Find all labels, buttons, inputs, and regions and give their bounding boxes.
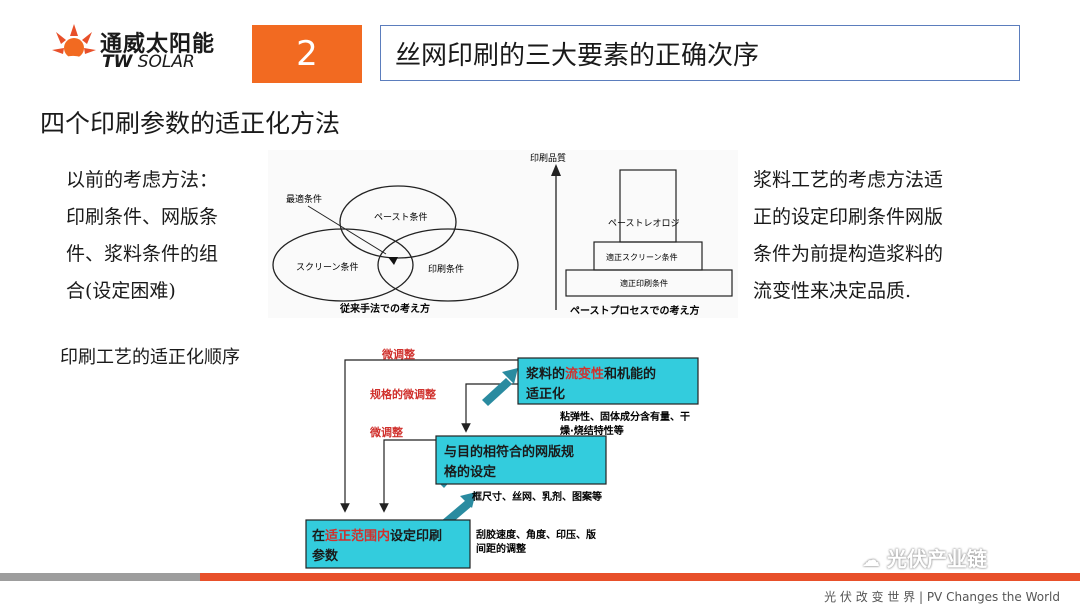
- pyramid-mid-label: 適正スクリーン条件: [606, 252, 678, 262]
- flow-box-paste: 浆料的流变性和机能的 适正化: [517, 357, 699, 405]
- watermark: ☁ 光伏产业链: [862, 547, 987, 571]
- box2-note: 框尺寸、丝网、乳剂、图案等: [472, 490, 602, 503]
- footer-slogan: 光 伏 改 变 世 界 | PV Changes the World: [824, 590, 1060, 604]
- box1-note-2: 燥·烧结特性等: [560, 424, 624, 437]
- venn-screen-label: スクリーン条件: [296, 261, 359, 273]
- wechat-icon: ☁: [862, 550, 880, 571]
- footer-band-gray: [0, 573, 200, 581]
- svg-text:格的设定: 格的设定: [444, 464, 496, 480]
- box3-note-1: 刮胶速度、角度、印压、版: [476, 528, 596, 541]
- svg-text:与目的相符合的网版规: 与目的相符合的网版规: [444, 444, 574, 460]
- top-tag: 微调整: [381, 347, 415, 361]
- slide-title: 丝网印刷的三大要素的正确次序: [380, 25, 1020, 81]
- venn-diagram: [272, 185, 519, 302]
- section-heading: 四个印刷参数的适正化方法: [40, 109, 341, 138]
- logo-english-name: TW SOLAR: [102, 52, 195, 72]
- venn-print-label: 印刷条件: [428, 263, 464, 275]
- pyramid-bottom-label: 適正印刷条件: [620, 278, 668, 288]
- low-tag: 微调整: [369, 425, 403, 439]
- svg-text:浆料的流变性和机能的: 浆料的流变性和机能的: [525, 366, 656, 382]
- company-logo: 通威太阳能 TW SOLAR: [50, 22, 240, 74]
- pyramid-top-label: ペーストレオロジ: [608, 218, 680, 229]
- process-label: 印刷工艺的适正化顺序: [60, 347, 240, 368]
- mid-tag: 规格的微调整: [370, 387, 436, 401]
- left-description: 以前的考虑方法： 印刷条件、网版条 件、浆料条件的组 合(设定困难): [66, 169, 219, 302]
- venn-paste-label: ペースト条件: [374, 211, 428, 223]
- right-description: 浆料工艺的考虑方法适 正的设定印刷条件网版 条件为前提构造浆料的 流变性来决定品…: [753, 169, 944, 302]
- slide-number: 2: [252, 25, 362, 83]
- svg-text:参数: 参数: [312, 548, 339, 564]
- venn-caption: 従来手法での考え方: [339, 302, 430, 315]
- pyramid-diagram: 印刷品質 ペーストレオロジ 適正スクリーン条件 適正印刷条件 ペーストプロセスで…: [530, 152, 733, 317]
- logo-chinese-name: 通威太阳能: [100, 32, 216, 57]
- optimization-flow-diagram: 微调整 规格的微调整 微调整 浆料的流变性和机能的 适正化 粘弹性、固体成分含有…: [300, 340, 740, 570]
- comparison-figure: 最適条件 ペースト条件 スクリーン条件 印刷条件 従来手法での考え方 印刷品質 …: [268, 150, 738, 318]
- pyramid-axis-label: 印刷品質: [530, 152, 566, 164]
- footer-band-orange: [200, 573, 1080, 581]
- flow-box-print: 在适正范围内设定印刷 参数: [305, 519, 471, 569]
- svg-text:在适正范围内设定印刷: 在适正范围内设定印刷: [312, 528, 442, 544]
- sun-logo-icon: [52, 24, 96, 66]
- flow-box-screen: 与目的相符合的网版规 格的设定: [435, 435, 607, 485]
- svg-text:适正化: 适正化: [526, 386, 565, 402]
- box1-note-1: 粘弹性、固体成分含有量、干: [560, 410, 690, 423]
- box3-note-2: 间距的调整: [476, 542, 526, 555]
- pyramid-caption: ペーストプロセスでの考え方: [570, 304, 700, 317]
- venn-best-label: 最適条件: [286, 193, 322, 205]
